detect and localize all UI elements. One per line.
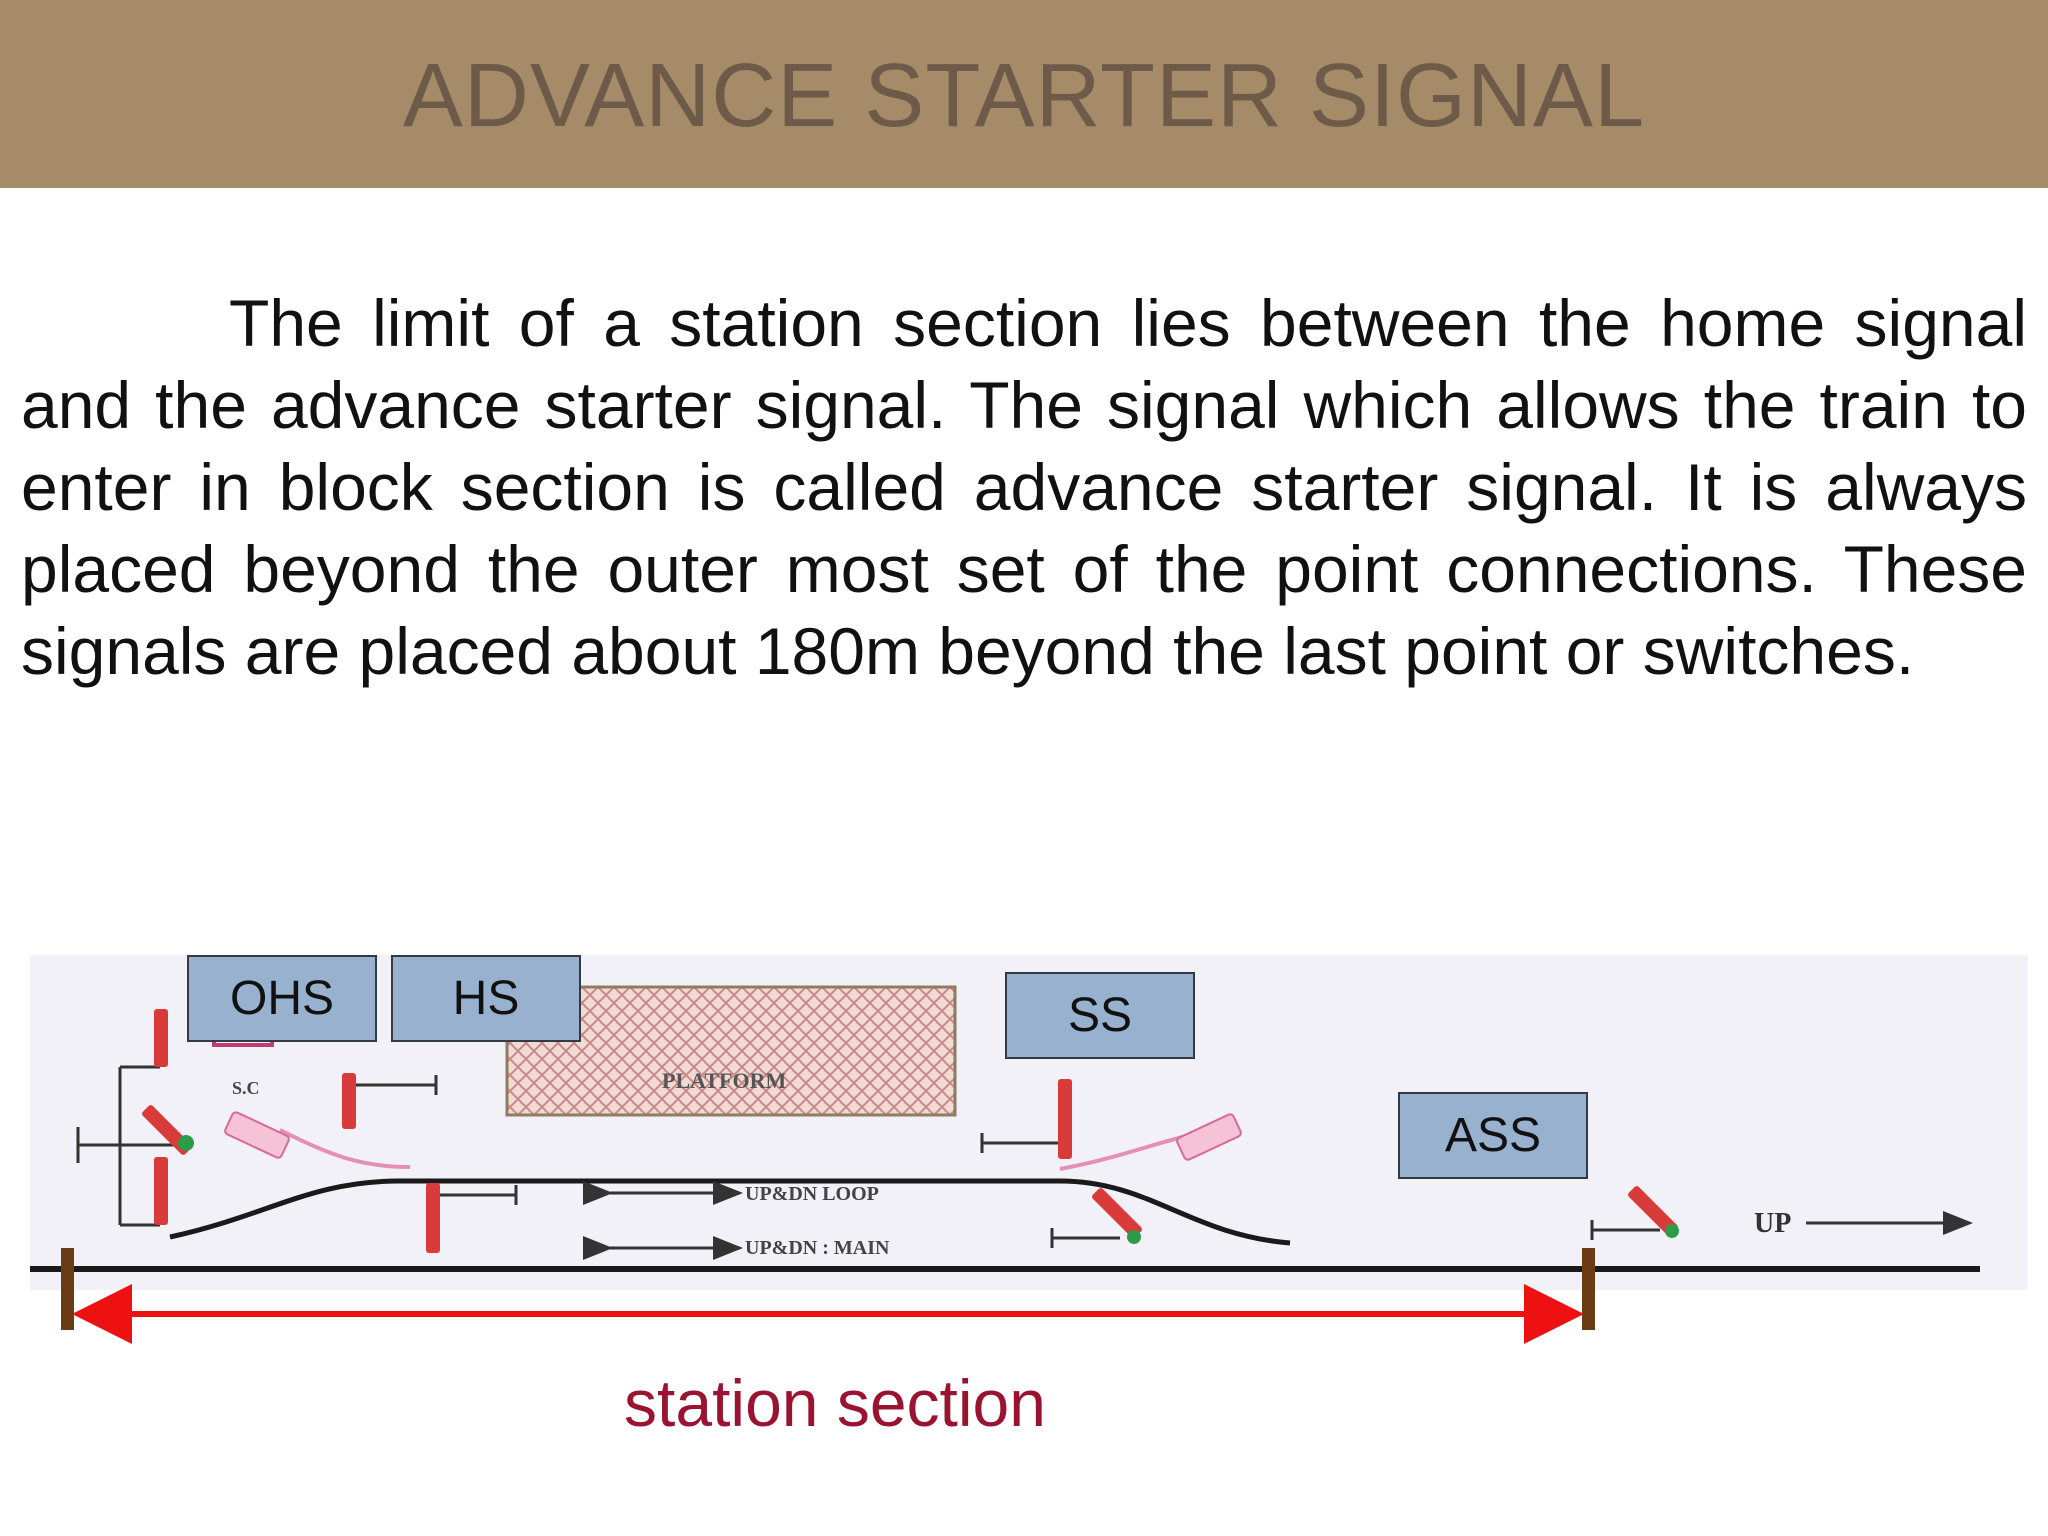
loop-line: [169, 1178, 1291, 1246]
ass-label-box: ASS: [1398, 1092, 1588, 1179]
hs-label-box: HS: [391, 955, 581, 1042]
loop-label: UP&DN LOOP: [745, 1183, 879, 1205]
ohs-label-box: OHS: [187, 955, 377, 1042]
slide-title: ADVANCE STARTER SIGNAL: [402, 46, 1646, 146]
platform: [505, 985, 957, 1117]
main-starter-signal: [1092, 1188, 1142, 1238]
signal-arm-bottom: [154, 1157, 168, 1225]
platform-label: PLATFORM: [662, 1068, 786, 1093]
up-label: UP: [1754, 1208, 1791, 1239]
loop-signal: [426, 1183, 440, 1253]
ground-signal-right: [1176, 1113, 1242, 1161]
title-bar: ADVANCE STARTER SIGNAL: [0, 0, 2048, 188]
crossover-right: [1059, 1133, 1191, 1171]
advance-starter-signal: [1628, 1186, 1678, 1236]
crossover-left: [279, 1128, 411, 1169]
starter-signal: [1058, 1079, 1072, 1159]
ground-signal-left: [224, 1111, 290, 1159]
body-paragraph: The limit of a station section lies betw…: [21, 286, 2027, 688]
signal-arm-top: [154, 1009, 168, 1067]
home-signal: [342, 1073, 356, 1129]
station-section-label: station section: [624, 1366, 1046, 1440]
main-label: UP&DN : MAIN: [745, 1237, 890, 1259]
sc-label: S.C: [232, 1078, 260, 1098]
ss-label-box: SS: [1005, 972, 1195, 1059]
track-diagram-drawing: S.C PLATFORM UP&DN LOOP UP&DN : MAIN UP: [30, 985, 1980, 1272]
